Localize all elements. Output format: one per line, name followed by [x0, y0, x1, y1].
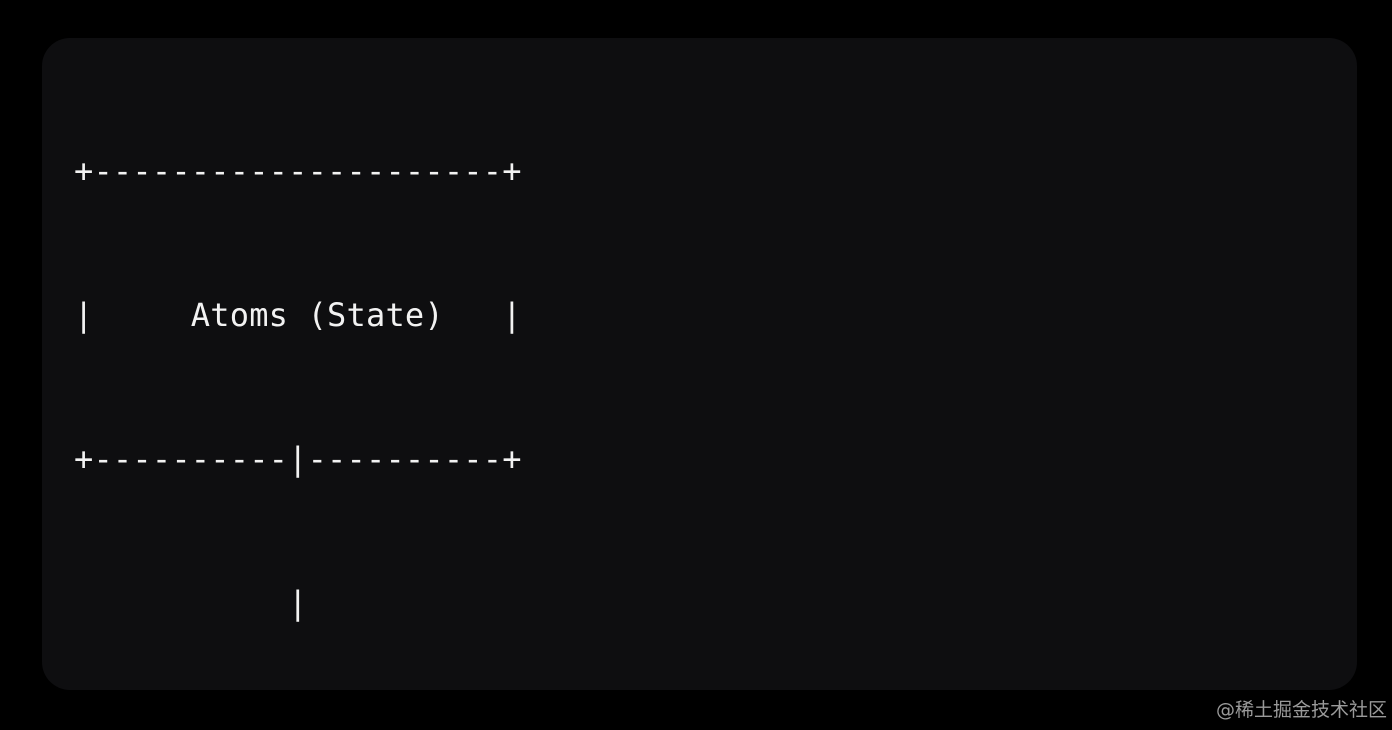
diagram-line: +----------|----------+: [74, 440, 522, 478]
diagram-line: | Atoms (State) |: [74, 296, 522, 334]
diagram-line: v: [74, 723, 1125, 730]
ascii-diagram: +---------------------+ | Atoms (State) …: [74, 51, 1125, 730]
watermark: @稀土掘金技术社区: [1215, 699, 1387, 721]
code-panel: +---------------------+ | Atoms (State) …: [42, 38, 1357, 730]
diagram-line: +---------------------+: [74, 152, 522, 190]
diagram-line: |: [74, 584, 308, 622]
